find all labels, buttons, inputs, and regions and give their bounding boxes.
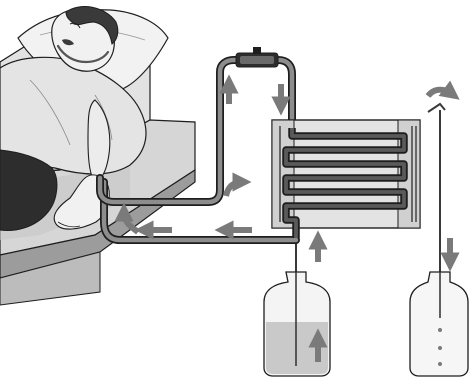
coil-exchanger [272,120,420,238]
drip-drop [438,346,442,350]
outlet-bottle [410,272,468,376]
flow-arrow-right [428,90,452,96]
drip-drop [438,362,442,366]
flow-arrow-up-right [226,182,242,196]
drip-drop [438,328,442,332]
pump-icon [236,47,278,67]
